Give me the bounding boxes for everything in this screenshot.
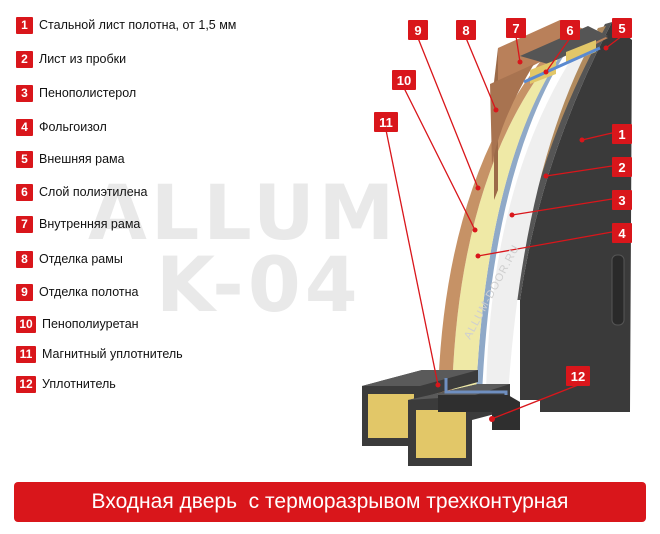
- legend-label: Стальной лист полотна, от 1,5 мм: [39, 18, 237, 32]
- legend-number: 7: [16, 215, 33, 233]
- legend-number: 4: [16, 118, 33, 136]
- banner-title: Входная дверь с терморазрывом трехконтур…: [14, 482, 646, 522]
- legend-item-5: 5 Внешняя рама: [16, 150, 125, 168]
- callout-5: 5: [612, 18, 632, 38]
- legend-item-6: 6 Слой полиэтилена: [16, 183, 148, 201]
- legend-number: 5: [16, 150, 33, 168]
- legend-number: 8: [16, 250, 33, 268]
- seal-dot: [489, 416, 495, 422]
- legend-label: Отделка полотна: [39, 285, 139, 299]
- legend-number: 11: [16, 345, 36, 363]
- legend-label: Внешняя рама: [39, 152, 125, 166]
- leader-line: [605, 35, 623, 49]
- callout-4: 4: [612, 223, 632, 243]
- hinge-icon: [611, 254, 625, 326]
- leader-line: [511, 198, 613, 216]
- outer-frame-top: [520, 26, 608, 64]
- leader-line: [385, 129, 439, 386]
- legend-number: 3: [16, 84, 33, 102]
- callout-7: 7: [506, 18, 526, 38]
- leader-line: [477, 231, 613, 257]
- legend-number: 9: [16, 283, 33, 301]
- callout-6: 6: [560, 20, 580, 40]
- callout-3: 3: [612, 190, 632, 210]
- leader-dot: [517, 59, 523, 65]
- leader-line: [515, 35, 521, 63]
- callout-11: 11: [374, 112, 398, 132]
- leader-line: [545, 165, 613, 177]
- legend-label: Отделка рамы: [39, 252, 123, 266]
- legend-label: Лист из пробки: [39, 52, 127, 66]
- legend-label: Слой полиэтилена: [39, 185, 148, 199]
- polystyrene-layer: [486, 30, 598, 395]
- callout-12: 12: [566, 366, 590, 386]
- door-bottom-rail: [438, 395, 520, 430]
- callout-10: 10: [392, 70, 416, 90]
- polyurethane-layer: [452, 56, 560, 395]
- poly-top: [523, 46, 601, 84]
- leader-dot: [475, 185, 481, 191]
- leader-line: [403, 87, 476, 231]
- leader-line: [417, 37, 479, 189]
- legend-item-2: 2 Лист из пробки: [16, 50, 126, 68]
- steel-sheet-edge: [512, 22, 612, 300]
- leader-line: [493, 384, 579, 419]
- callout-8: 8: [456, 20, 476, 40]
- legend-number: 12: [16, 375, 36, 393]
- legend-number: 1: [16, 16, 33, 34]
- legend-item-4: 4 Фольгоизол: [16, 118, 107, 136]
- legend-label: Внутренняя рама: [39, 217, 141, 231]
- leader-dot: [475, 253, 481, 259]
- leader-dot: [603, 45, 609, 51]
- legend-label: Уплотнитель: [42, 377, 116, 391]
- leader-line: [465, 37, 497, 111]
- legend-item-12: 12 Уплотнитель: [16, 375, 116, 393]
- leader-dots: [435, 45, 609, 388]
- leader-dot: [493, 107, 499, 113]
- legend-item-7: 7 Внутренняя рама: [16, 215, 140, 233]
- bottom-insulation-1: [368, 394, 414, 438]
- legend-item-10: 10 Пенополиуретан: [16, 315, 139, 333]
- watermark-model: K-04: [156, 240, 362, 329]
- frame-insulation-top-3: [566, 40, 596, 64]
- legend-item-3: 3 Пенополистерол: [16, 84, 136, 102]
- callout-1: 1: [612, 124, 632, 144]
- leader-dot: [472, 227, 478, 233]
- callout-9: 9: [408, 20, 428, 40]
- bottom-insulation-2: [416, 410, 466, 458]
- steel-sheet-face: [520, 22, 632, 412]
- leader-line: [545, 37, 571, 73]
- callout-2: 2: [612, 157, 632, 177]
- leader-line: [581, 132, 613, 141]
- frame-finish-panel: [490, 64, 534, 165]
- legend-label: Пенополистерол: [39, 86, 137, 100]
- bottom-frame-outer-top: [362, 370, 478, 386]
- legend-item-11: 11 Магнитный уплотнитель: [16, 345, 183, 363]
- leader-dot: [579, 137, 585, 143]
- leader-dot: [509, 212, 515, 218]
- leader-lines: [385, 35, 623, 419]
- legend-item-8: 8 Отделка рамы: [16, 250, 123, 268]
- legend-number: 2: [16, 50, 33, 68]
- legend-label: Фольгоизол: [39, 120, 107, 134]
- watermark-brand: ALLUM: [88, 168, 399, 257]
- legend-label: Пенополиуретан: [42, 317, 139, 331]
- leader-dot: [543, 173, 549, 179]
- legend-item-9: 9 Отделка полотна: [16, 283, 138, 301]
- leader-dot: [543, 69, 549, 75]
- legend-number: 6: [16, 183, 33, 201]
- leader-dot: [435, 382, 441, 388]
- legend-number: 10: [16, 315, 36, 333]
- legend-label: Магнитный уплотнитель: [42, 347, 183, 361]
- legend-item-1: 1 Стальной лист полотна, от 1,5 мм: [16, 16, 236, 34]
- panel-finish: [438, 60, 550, 395]
